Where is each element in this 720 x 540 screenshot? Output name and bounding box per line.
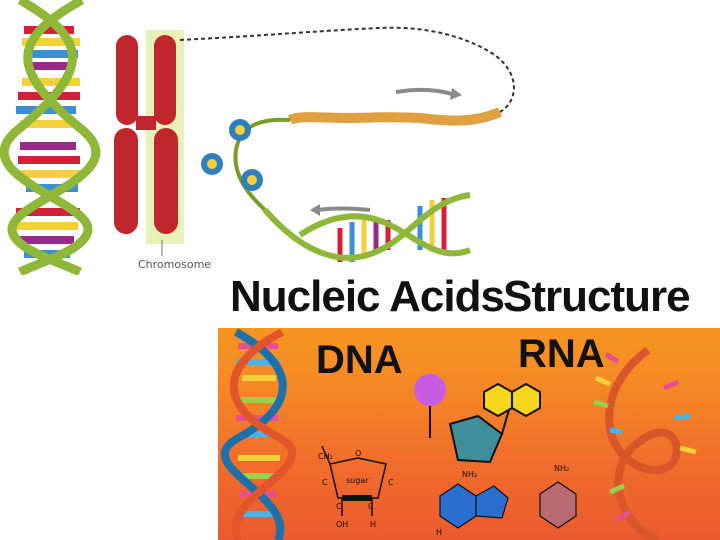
poster-dna-helix [225, 332, 292, 540]
rna-label: RNA [518, 332, 605, 377]
adenine-structure [440, 484, 508, 528]
chem-h2: H [436, 528, 442, 537]
chromosome [114, 30, 184, 256]
poster-rna-strand [594, 350, 696, 540]
dna-coil-fiber [180, 28, 514, 210]
poster-artwork [218, 266, 720, 540]
chem-oh: OH [336, 520, 348, 529]
chem-o: O [355, 449, 361, 458]
chem-sugar: sugar [346, 476, 369, 485]
chem-ch2: CH₂ [318, 452, 333, 461]
dna-chromosome-illustration [0, 0, 560, 275]
chem-nh2-a: NH₂ [462, 470, 477, 479]
horizontal-double-helix [265, 195, 470, 262]
chem-nh2-b: NH₂ [554, 464, 569, 473]
nucleosomes [201, 119, 263, 191]
nucleic-acids-poster: Nucleic Acids Structure [218, 266, 720, 540]
chromosome-label: Chromosome [138, 258, 211, 271]
chem-c2: C [388, 478, 394, 487]
chem-c3: C [336, 502, 342, 511]
dna-label: DNA [316, 338, 403, 383]
pyrimidine-structure [540, 482, 576, 528]
vertical-double-helix [4, 0, 96, 272]
nucleotide-diagram [414, 374, 540, 462]
chem-h1: H [370, 520, 376, 529]
chem-c1: C [322, 478, 328, 487]
chem-c4: C [368, 502, 374, 511]
